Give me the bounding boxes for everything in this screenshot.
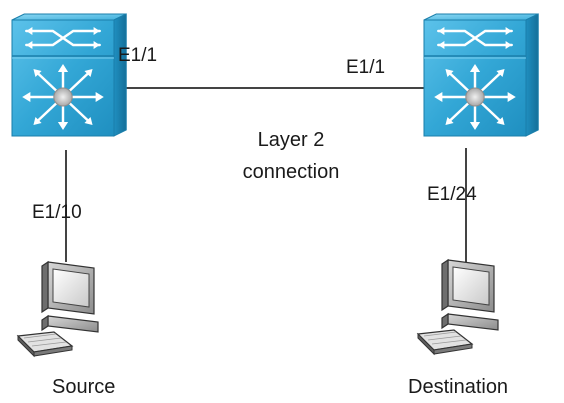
left-switch-icon (10, 12, 128, 138)
destination-label: Destination (408, 376, 509, 398)
link-label-line2: connection (242, 161, 340, 183)
link-label: Layer 2 connection (206, 124, 376, 188)
link-label-line1: Layer 2 (257, 129, 325, 151)
source-label: Source (52, 376, 116, 398)
destination-computer-icon (417, 259, 499, 355)
right-switch-host-port: E1/24 (427, 184, 477, 205)
right-switch-icon (422, 12, 540, 138)
right-switch-uplink-port: E1/1 (346, 57, 386, 78)
source-computer-icon (17, 261, 99, 357)
left-switch-host-port: E1/10 (32, 202, 82, 223)
left-switch-uplink-port: E1/1 (118, 45, 158, 66)
